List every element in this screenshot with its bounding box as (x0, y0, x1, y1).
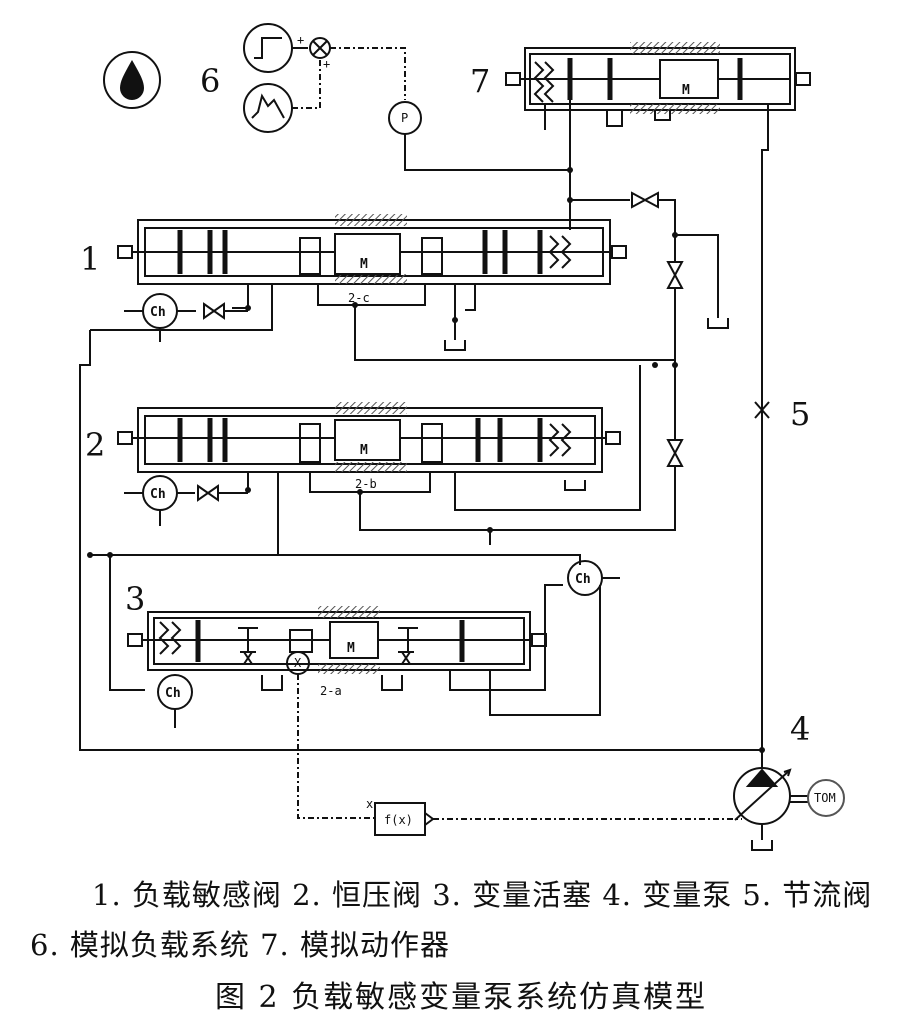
ch-block-2 (124, 475, 195, 526)
motor-label-2: M (360, 443, 368, 458)
ch-label-1: Ch (150, 305, 166, 320)
variable-pump (733, 740, 845, 851)
function-label: f(x) (384, 813, 413, 827)
tom-label: TOM (814, 791, 836, 805)
ch-block-3 (567, 560, 620, 596)
motor-label-7: M (682, 83, 690, 98)
ch-label-3: Ch (575, 572, 591, 587)
legend-line-2: 6. 模拟负载系统 7. 模拟动作器 (30, 928, 450, 962)
oil-drop-icon (103, 51, 161, 109)
plus-sign-1: + (297, 33, 304, 47)
throttle-valve-top (631, 191, 659, 209)
label-3: 3 (125, 580, 145, 618)
hydraulic-simulation-diagram: 6 7 1 2 3 5 4 2-c 2-b 2-a M M M M Ch Ch … (79, 23, 845, 851)
label-5: 5 (790, 395, 810, 433)
simulated-load-system (243, 23, 571, 200)
pressure-label: P (401, 111, 408, 125)
ch-block-4 (157, 674, 193, 728)
figure-caption: 图 2 负载敏感变量泵系统仿真模型 (215, 980, 708, 1015)
label-6: 6 (200, 62, 220, 100)
label-2: 2 (85, 426, 105, 464)
variable-piston (127, 584, 601, 716)
throttle-valve-mid-2 (666, 439, 684, 467)
throttle-valve-mid-1 (666, 261, 684, 289)
throttle-valve-2 (197, 484, 219, 502)
step-signal-icon (243, 23, 293, 73)
throttle-valve-1 (203, 302, 225, 320)
function-input-label: x (366, 797, 373, 811)
throttle-valve-5 (754, 401, 770, 419)
label-1: 1 (80, 240, 100, 278)
wave-signal-icon (243, 83, 293, 133)
ch-label-4: Ch (165, 686, 181, 701)
constant-pressure-valve (90, 365, 641, 556)
ch-block-1 (124, 293, 196, 342)
legend-line-1: 1. 负载敏感阀 2. 恒压阀 3. 变量活塞 4. 变量泵 5. 节流阀 (92, 878, 873, 912)
plus-sign-2: + (323, 57, 330, 71)
sublabel-2c: 2-c (348, 291, 370, 305)
motor-label-3: M (347, 641, 355, 656)
label-7: 7 (470, 62, 490, 100)
load-sensing-valve (90, 214, 675, 361)
simulated-actuator (505, 42, 811, 150)
multiplier-label: X (294, 656, 302, 670)
ch-label-2: Ch (150, 487, 166, 502)
sublabel-2b: 2-b (355, 477, 377, 491)
motor-label-1: M (360, 257, 368, 272)
label-4: 4 (790, 710, 810, 748)
sublabel-2a: 2-a (320, 684, 342, 698)
